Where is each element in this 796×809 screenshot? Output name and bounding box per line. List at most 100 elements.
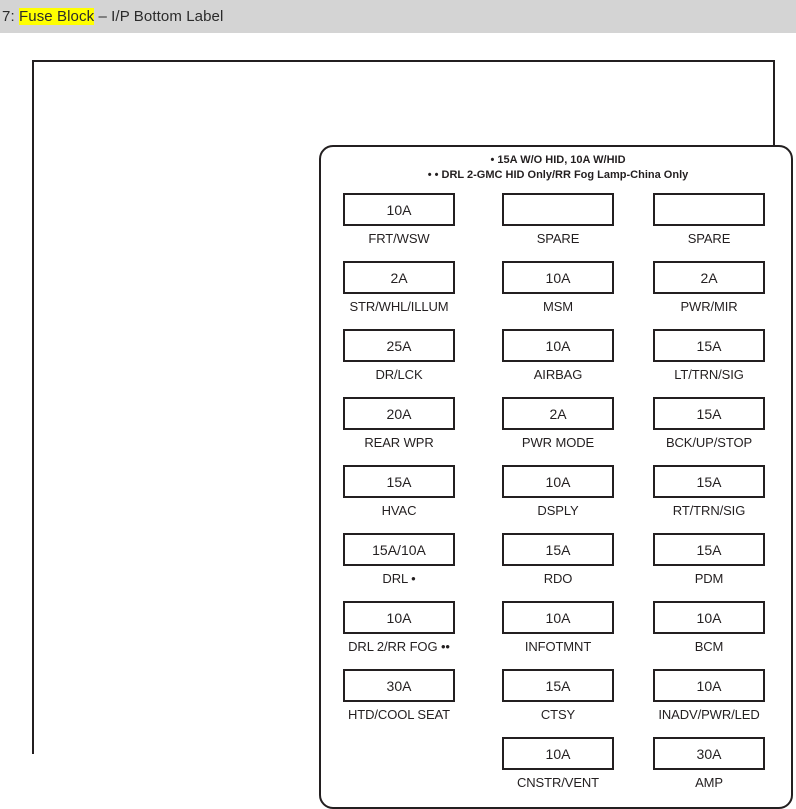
fuse-box: 20A	[343, 397, 455, 430]
fuse-box: 15A	[653, 465, 765, 498]
fuse-cell: 15A HVAC	[338, 465, 460, 527]
legend-line-double-bullet: • • DRL 2-GMC HID Only/RR Fog Lamp-China…	[427, 169, 689, 181]
fuse-amp-rating: 10A	[545, 473, 571, 490]
fuse-circuit-label: AIRBAG	[533, 367, 583, 382]
fuse-box: 10A	[343, 601, 455, 634]
fuse-box: 15A	[343, 465, 455, 498]
fuse-amp-rating: 15A	[386, 473, 412, 490]
fuse-amp-rating: 2A	[390, 269, 408, 286]
fuse-box: 10A	[502, 329, 614, 362]
page-title-suffix: – I/P Bottom Label	[94, 8, 224, 25]
fuse-circuit-label: SPARE	[536, 231, 580, 246]
fuse-amp-rating: 15A	[545, 541, 571, 558]
fuse-circuit-label: HTD/COOL SEAT	[348, 707, 450, 722]
fuse-cell: 10A INADV/PWR/LED	[648, 669, 770, 731]
fuse-cell: 10A BCM	[648, 601, 770, 663]
fuse-cell: 15A LT/TRN/SIG	[648, 329, 770, 391]
fuse-box: 15A	[653, 533, 765, 566]
fuse-circuit-label: INFOTMNT	[524, 639, 592, 654]
fuse-amp-rating: 20A	[386, 405, 412, 422]
fuse-circuit-label: RT/TRN/SIG	[672, 503, 746, 518]
fuse-circuit-label: LT/TRN/SIG	[674, 367, 744, 382]
fuse-box: 10A	[653, 669, 765, 702]
fuse-box: 10A	[502, 261, 614, 294]
fuse-circuit-label: BCK/UP/STOP	[665, 435, 753, 450]
fuse-circuit-label: PWR MODE	[521, 435, 595, 450]
footnote-legend: • 15A W/O HID, 10A W/HID • • DRL 2-GMC H…	[321, 153, 795, 183]
fuse-box-empty	[502, 193, 614, 226]
fuse-circuit-label: STR/WHL/ILLUM	[349, 299, 449, 314]
fuse-amp-rating: 15A	[696, 405, 722, 422]
fuse-cell: 25A DR/LCK	[338, 329, 460, 391]
fuse-circuit-label: MSM	[542, 299, 574, 314]
fuse-box: 10A	[502, 465, 614, 498]
fuse-circuit-label: PWR/MIR	[680, 299, 738, 314]
fuse-circuit-label: CNSTR/VENT	[516, 775, 600, 790]
page-title: 7: Fuse Block – I/P Bottom Label	[0, 8, 223, 25]
fuse-box: 10A	[653, 601, 765, 634]
fuse-box: 10A	[343, 193, 455, 226]
fuse-cell: SPARE	[497, 193, 619, 255]
fuse-amp-rating: 10A	[545, 337, 571, 354]
fuse-circuit-label: BCM	[694, 639, 724, 654]
fuse-cell: 15A RDO	[497, 533, 619, 595]
fuse-amp-rating: 10A	[696, 677, 722, 694]
fuse-cell: 2A PWR/MIR	[648, 261, 770, 323]
fuse-cell: 30A HTD/COOL SEAT	[338, 669, 460, 731]
fuse-circuit-label: INADV/PWR/LED	[658, 707, 760, 722]
fuse-cell: 10A DSPLY	[497, 465, 619, 527]
fuse-box: 30A	[343, 669, 455, 702]
fuse-amp-rating: 15A	[696, 541, 722, 558]
fuse-amp-rating: 15A	[545, 677, 571, 694]
fuse-box: 15A	[653, 329, 765, 362]
diagram-outer-frame: • 15A W/O HID, 10A W/HID • • DRL 2-GMC H…	[32, 60, 793, 809]
fuse-cell: 15A/10A DRL •	[338, 533, 460, 595]
fuse-cell: 15A BCK/UP/STOP	[648, 397, 770, 459]
fuse-amp-rating: 10A	[545, 609, 571, 626]
fuse-circuit-label: DSPLY	[537, 503, 579, 518]
fuse-amp-rating: 10A	[696, 609, 722, 626]
fuse-amp-rating: 10A	[386, 609, 412, 626]
page-title-prefix: 7:	[2, 8, 19, 25]
fuse-cell: 2A STR/WHL/ILLUM	[338, 261, 460, 323]
fuse-amp-rating: 25A	[386, 337, 412, 354]
fuse-cell: 15A PDM	[648, 533, 770, 595]
fuse-circuit-label: DR/LCK	[375, 367, 423, 382]
page-header-band: 7: Fuse Block – I/P Bottom Label	[0, 0, 796, 33]
fuse-amp-rating: 10A	[545, 269, 571, 286]
fuse-cell: 20A REAR WPR	[338, 397, 460, 459]
fuse-box-empty	[653, 193, 765, 226]
fuse-box: 25A	[343, 329, 455, 362]
fuse-circuit-label: PDM	[694, 571, 724, 586]
fuse-circuit-label: FRT/WSW	[368, 231, 430, 246]
fuse-circuit-label: DRL •	[382, 571, 416, 586]
fuse-circuit-label: CTSY	[540, 707, 576, 722]
fuse-amp-rating: 2A	[700, 269, 718, 286]
fuse-circuit-label: AMP	[695, 775, 723, 790]
fuse-circuit-label: REAR WPR	[364, 435, 434, 450]
fuse-circuit-label: HVAC	[381, 503, 417, 518]
fuse-cell: 10A MSM	[497, 261, 619, 323]
fuse-box: 15A	[653, 397, 765, 430]
fuse-amp-rating: 15A	[696, 473, 722, 490]
fuse-cell: 15A CTSY	[497, 669, 619, 731]
fuse-box: 2A	[653, 261, 765, 294]
fuse-box: 10A	[502, 601, 614, 634]
fuse-amp-rating: 30A	[386, 677, 412, 694]
fuse-box: 15A/10A	[343, 533, 455, 566]
fuse-cell: 10A INFOTMNT	[497, 601, 619, 663]
fuse-box: 15A	[502, 669, 614, 702]
fuse-block-panel: • 15A W/O HID, 10A W/HID • • DRL 2-GMC H…	[319, 145, 793, 809]
fuse-cell: 10A AIRBAG	[497, 329, 619, 391]
fuse-circuit-label: RDO	[543, 571, 573, 586]
fuse-cell: SPARE	[648, 193, 770, 255]
fuse-amp-rating: 15A	[696, 337, 722, 354]
fuse-box: 15A	[502, 533, 614, 566]
legend-line-single-bullet: • 15A W/O HID, 10A W/HID	[490, 154, 626, 166]
fuse-amp-rating: 10A	[386, 201, 412, 218]
fuse-circuit-label: SPARE	[687, 231, 731, 246]
fuse-box: 2A	[343, 261, 455, 294]
